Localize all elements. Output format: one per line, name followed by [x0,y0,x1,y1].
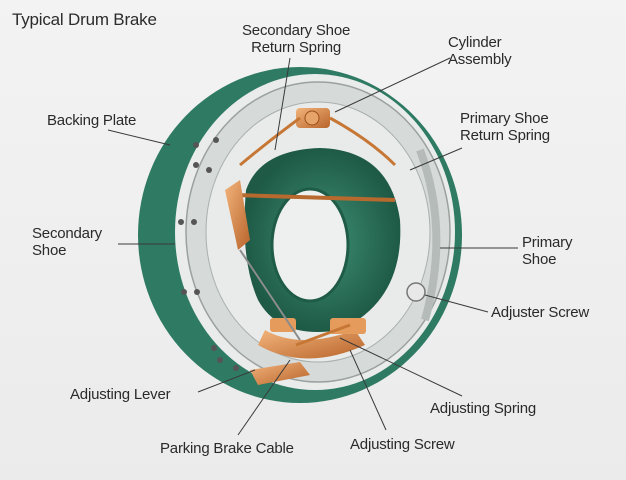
label-parking-brake-cable: Parking Brake Cable [160,440,294,457]
return-springs [234,116,397,202]
label-primary-shoe-return-spring: Primary Shoe Return Spring [460,110,550,144]
label-cylinder-assembly: Cylinder Assembly [448,34,512,68]
adjuster-assembly [225,180,366,385]
label-adjusting-screw: Adjusting Screw [350,436,455,453]
label-adjusting-lever: Adjusting Lever [70,386,171,403]
label-adjuster-screw: Adjuster Screw [491,304,590,321]
label-secondary-shoe: Secondary Shoe [32,225,102,259]
label-adjusting-spring: Adjusting Spring [430,400,537,417]
diagram-title: Typical Drum Brake [12,10,157,29]
adjuster-screw-part [406,282,426,302]
cylinder-assembly [296,108,330,128]
label-backing-plate: Backing Plate [47,112,137,129]
label-secondary-shoe-return-spring: Secondary Shoe Return Spring [242,22,351,56]
label-primary-shoe: Primary Shoe [522,234,573,268]
